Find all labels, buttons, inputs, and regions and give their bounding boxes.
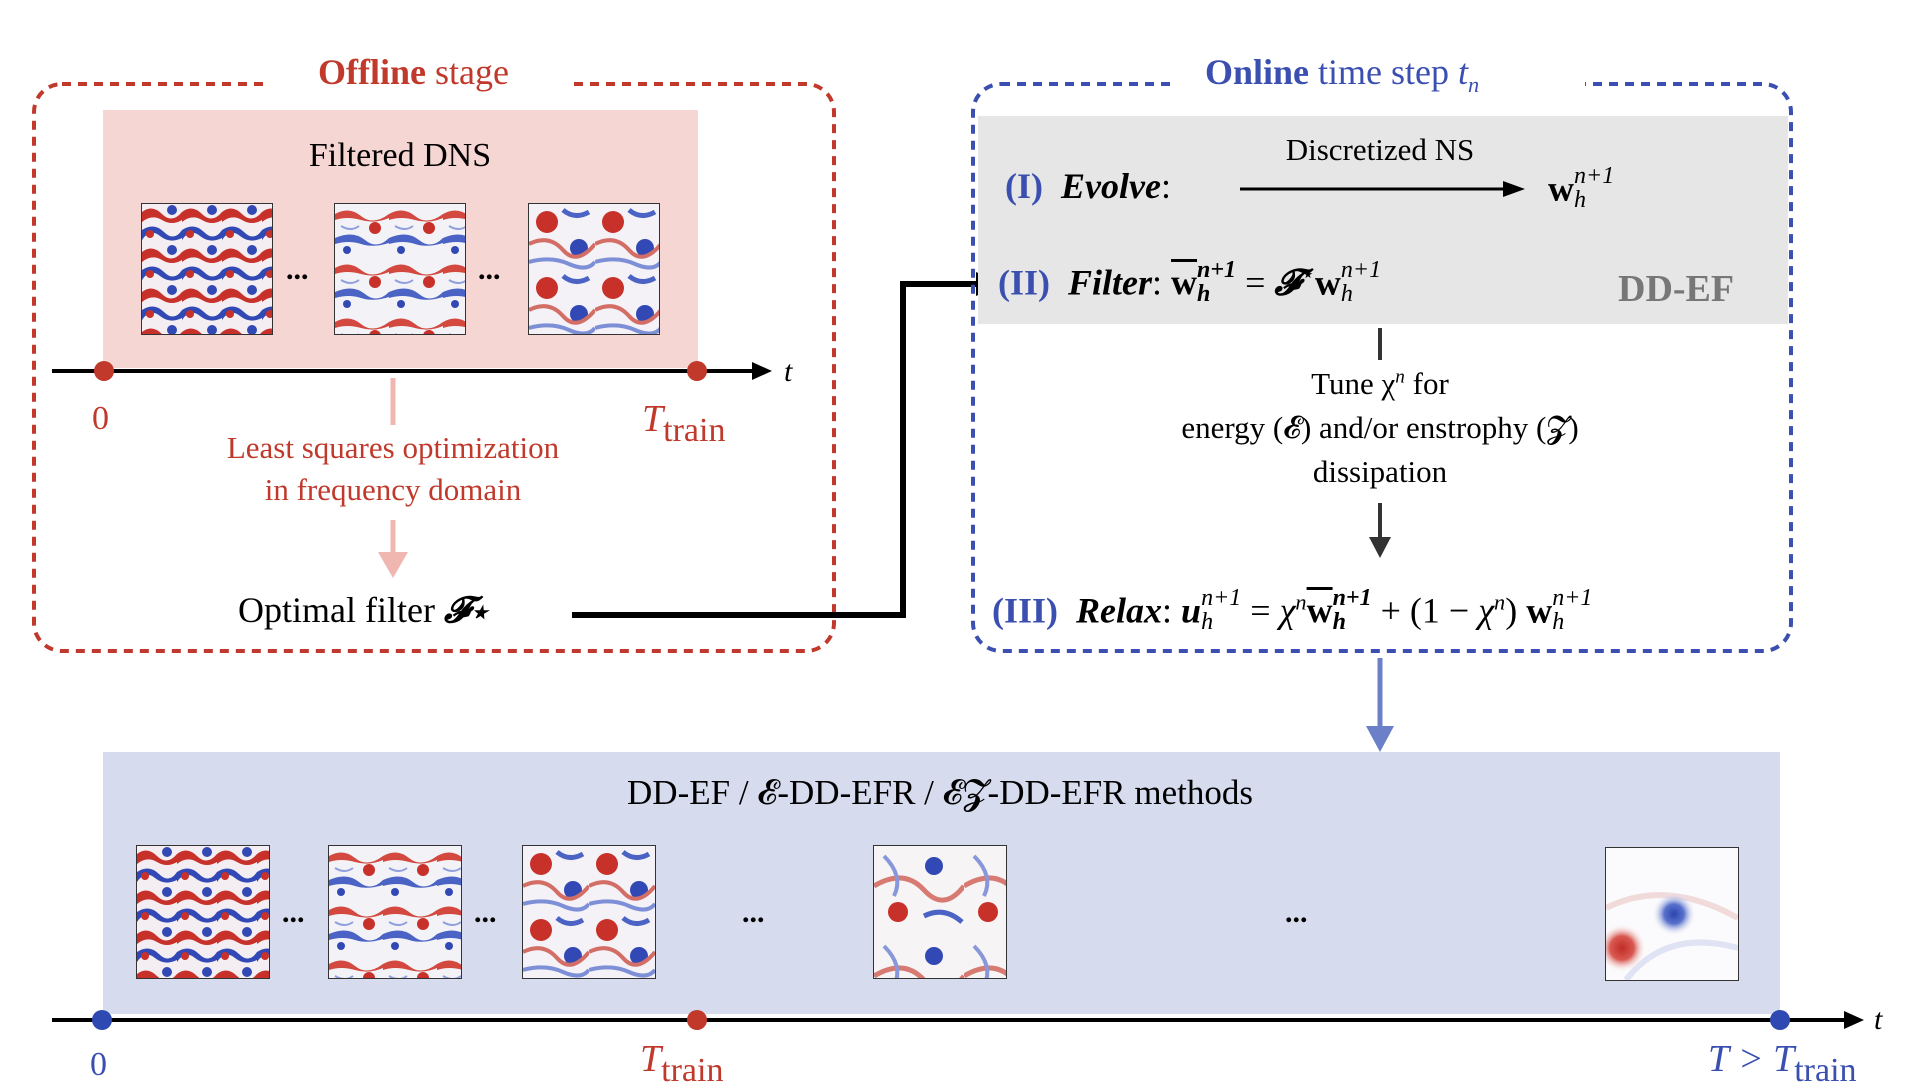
offline-axis-t-label: t bbox=[784, 355, 793, 388]
offline-down-arrow bbox=[378, 552, 408, 578]
methods-tick-final-label: T > Ttrain bbox=[1708, 1038, 1857, 1089]
dns-snapshot-2 bbox=[334, 203, 466, 335]
methods-tick-train-dot bbox=[687, 1010, 707, 1030]
methods-title: DD-EF / 𝓔-DD-EFR / 𝓔𝓩-DD-EFR methods bbox=[627, 773, 1253, 812]
methods-tick-final-dot bbox=[1770, 1010, 1790, 1030]
offline-tick-zero-dot bbox=[94, 361, 114, 381]
offline-tick-zero-label: 0 bbox=[92, 400, 109, 437]
step-evolve: (I) Evolve: bbox=[1005, 166, 1171, 206]
evolve-arrow-label: Discretized NS bbox=[1285, 132, 1475, 167]
filtered-dns-title: Filtered DNS bbox=[308, 137, 492, 174]
methods-snapshot-1 bbox=[136, 845, 270, 979]
dns-snapshot-3 bbox=[528, 203, 660, 335]
methods-ellipsis-1: ... bbox=[282, 896, 305, 929]
methods-tick-train-label: Ttrain bbox=[640, 1038, 724, 1089]
online-title: Online time step tn bbox=[1205, 52, 1480, 98]
online-frame bbox=[971, 82, 1793, 653]
methods-tick-zero-dot bbox=[92, 1010, 112, 1030]
methods-tick-zero-label: 0 bbox=[90, 1046, 107, 1083]
offline-ellipsis-2: ... bbox=[478, 253, 501, 286]
offline-ellipsis-1: ... bbox=[286, 253, 309, 286]
methods-axis-t-label: t bbox=[1874, 1003, 1883, 1036]
filter-connector-line bbox=[572, 281, 978, 618]
tune-line-2: energy (𝓔) and/or enstrophy (𝓩) bbox=[1181, 410, 1579, 445]
methods-ellipsis-4: ... bbox=[1285, 896, 1308, 929]
methods-down-arrow bbox=[1366, 726, 1394, 752]
optimization-line-2: in frequency domain bbox=[264, 472, 522, 507]
dns-snapshot-1 bbox=[141, 203, 273, 335]
methods-snapshot-3 bbox=[522, 845, 656, 979]
offline-title: Offline stage bbox=[318, 52, 509, 92]
offline-tick-train-label: Ttrain bbox=[642, 398, 726, 449]
offline-tick-train-dot bbox=[687, 361, 707, 381]
tune-line-3: dissipation bbox=[1312, 454, 1448, 489]
ddef-grey-band bbox=[978, 116, 1788, 324]
methods-snapshot-2 bbox=[328, 845, 462, 979]
methods-snapshot-final bbox=[1605, 847, 1739, 981]
ddef-badge: DD-EF bbox=[1618, 268, 1735, 310]
tune-line-1: Tune χn for bbox=[1311, 366, 1449, 401]
optimal-filter-label: Optimal filter 𝓕⋆ bbox=[238, 590, 488, 630]
methods-ellipsis-3: ... bbox=[742, 896, 765, 929]
optimization-line-1: Least squares optimization bbox=[226, 430, 560, 465]
methods-ellipsis-2: ... bbox=[474, 896, 497, 929]
methods-snapshot-4 bbox=[873, 845, 1007, 979]
